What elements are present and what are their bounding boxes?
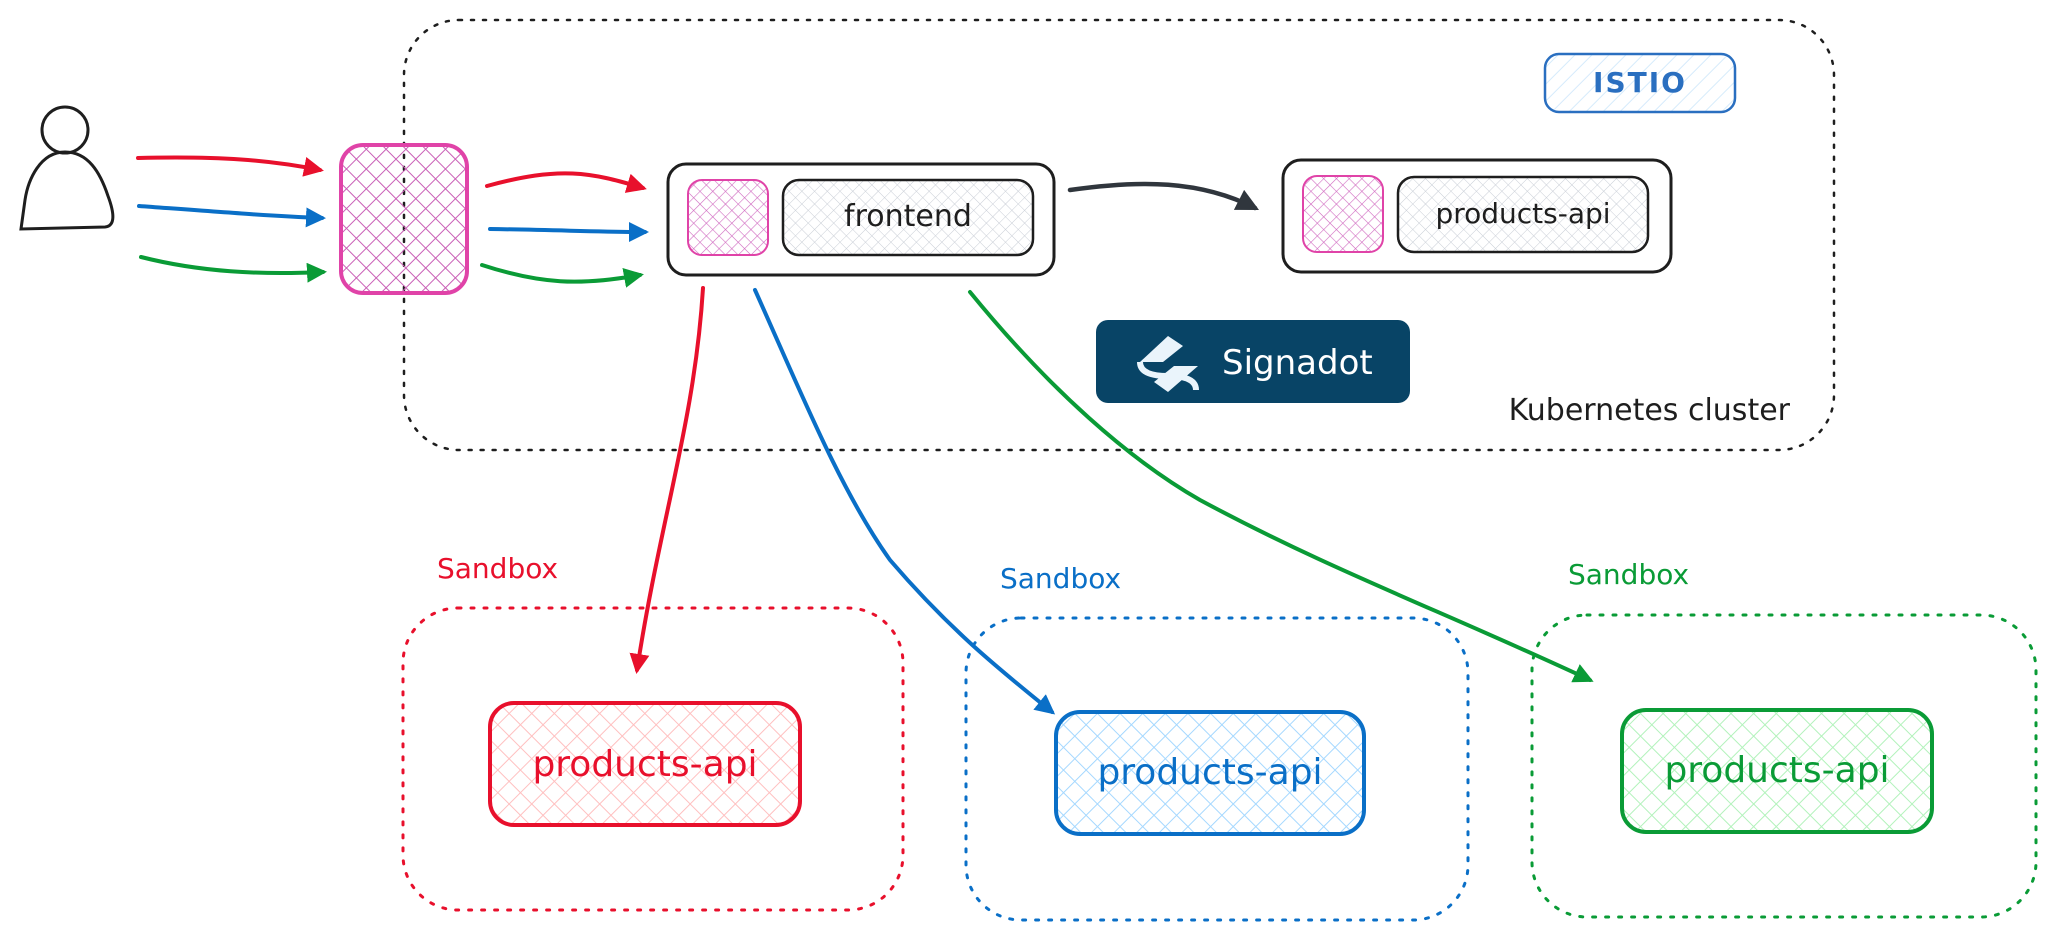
kubernetes-cluster: Kubernetes cluster xyxy=(402,18,1836,452)
frontend-sidecar-proxy xyxy=(687,179,769,256)
istio-badge: ISTIO xyxy=(1543,52,1737,114)
sandbox-blue: Sandbox products-api xyxy=(964,562,1470,922)
arrow-red xyxy=(136,155,324,177)
products-api-service xyxy=(1396,175,1650,254)
frontend-to-products-api-arrow xyxy=(1067,181,1260,211)
frontend-service xyxy=(781,178,1035,257)
sandbox-service xyxy=(1054,710,1366,836)
istio-label: ISTIO xyxy=(1593,66,1687,99)
user-traffic-arrows xyxy=(136,155,327,283)
sandbox-service-label: products-api xyxy=(1664,750,1889,791)
arrow-to-blue-sandbox xyxy=(753,288,1056,715)
arrow-green xyxy=(480,263,644,288)
products-api-pod: products-api xyxy=(1281,158,1673,274)
signadot-badge: Signadot xyxy=(1096,320,1410,403)
frontend-pod: frontend xyxy=(666,162,1056,277)
sandbox-green: Sandbox products-api xyxy=(1530,558,2038,919)
sandbox-service xyxy=(1620,708,1934,834)
arrow-green xyxy=(139,255,327,283)
products-api-sidecar-proxy xyxy=(1302,175,1384,253)
arrow-red xyxy=(485,171,647,193)
arrow-blue xyxy=(488,221,649,242)
sandbox-red: Sandbox products-api xyxy=(401,552,905,912)
sandbox-service xyxy=(488,701,802,827)
arrow-to-green-sandbox xyxy=(968,290,1594,683)
sandbox-label: Sandbox xyxy=(1000,562,1121,595)
sandbox-service-label: products-api xyxy=(1097,752,1322,793)
sandbox-service-label: products-api xyxy=(532,744,757,785)
arrow-blue xyxy=(137,204,326,228)
gateway-to-frontend-arrows xyxy=(480,171,649,288)
products-api-label: products-api xyxy=(1435,197,1610,230)
signadot-label: Signadot xyxy=(1222,343,1373,383)
person-icon xyxy=(19,105,115,231)
frontend-to-sandbox-arrows xyxy=(629,286,1594,715)
frontend-label: frontend xyxy=(844,199,972,234)
arrow-to-red-sandbox xyxy=(629,286,705,674)
signadot-logo-icon xyxy=(1137,336,1199,392)
sandbox-label: Sandbox xyxy=(1568,558,1689,591)
cluster-label: Kubernetes cluster xyxy=(1509,393,1791,428)
gateway-proxy xyxy=(339,143,469,295)
sandbox-label: Sandbox xyxy=(437,552,558,585)
